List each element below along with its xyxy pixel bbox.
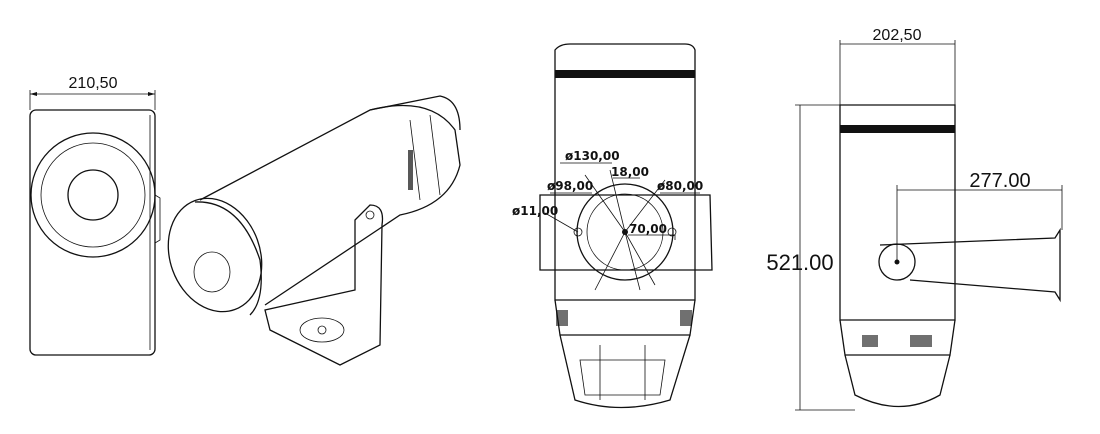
front-view: 210,50 bbox=[29, 75, 161, 356]
dimension-d130: ø130,00 bbox=[565, 149, 620, 163]
perspective-view bbox=[167, 95, 461, 366]
mount-view: ø130,00 18,00 ø98,00 ø80,00 ø11,00 70,00 bbox=[512, 43, 713, 409]
arm-length-dimension: 277.00 bbox=[969, 170, 1030, 192]
front-width-dimension: 210,50 bbox=[69, 75, 118, 92]
side-view: 202,50 521.00 277.00 bbox=[766, 27, 1063, 411]
dimension-70: 70,00 bbox=[629, 222, 667, 236]
dimension-d98: ø98,00 bbox=[547, 179, 593, 193]
dimension-18: 18,00 bbox=[611, 165, 649, 179]
side-width-dimension: 202,50 bbox=[873, 27, 922, 44]
dimension-d11: ø11,00 bbox=[512, 204, 558, 218]
height-dimension: 521.00 bbox=[766, 250, 833, 275]
dimension-d80: ø80,00 bbox=[657, 179, 703, 193]
